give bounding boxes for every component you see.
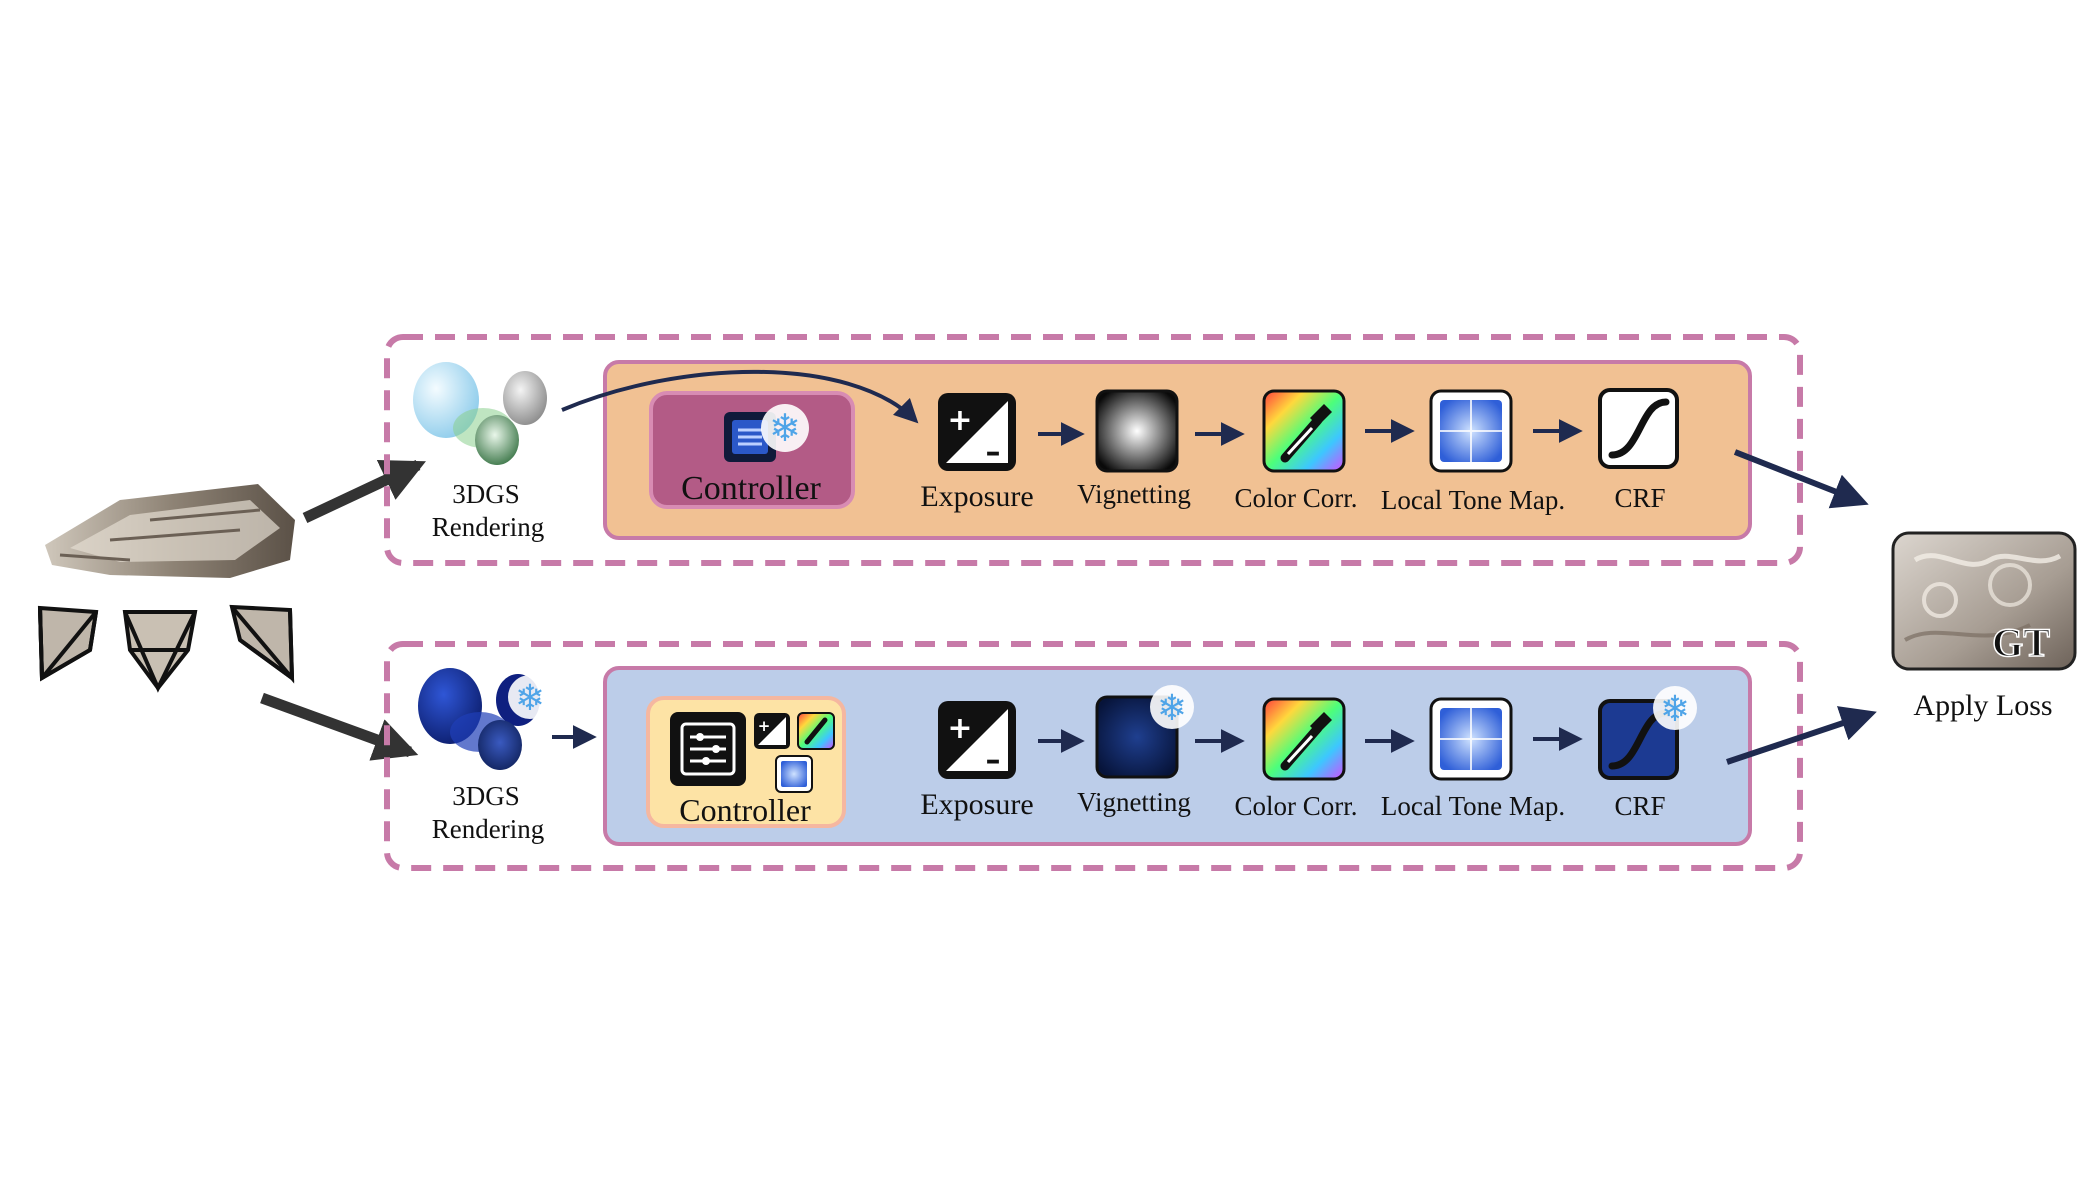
svg-text:–: – [986, 743, 1001, 778]
arrow-top-to-gt [1733, 449, 1869, 509]
arrow-render-to-exposure [561, 369, 919, 424]
top-stage-label-local-tone-map: Local Tone Map. [1381, 485, 1565, 515]
scene-label-line2: Rendering [432, 814, 544, 844]
snowflake-icon: ❄ [1653, 686, 1697, 730]
svg-text:❄: ❄ [1660, 689, 1690, 730]
svg-text:+: + [758, 717, 771, 735]
chip-icon [670, 712, 746, 786]
bottom-controller-label: Controller [679, 792, 811, 828]
exposure-icon: + – [938, 393, 1016, 471]
scene-label-line2: Rendering [432, 512, 544, 542]
vignetting-icon [1095, 389, 1179, 473]
bottom-dashed-container [384, 641, 1803, 871]
bottom-stage-label-exposure: Exposure [920, 788, 1033, 821]
camera-frustum-1 [37, 605, 99, 682]
camera-frustum-2 [122, 610, 198, 693]
local-tone-map-icon-mini [775, 755, 813, 793]
top-stage-arrows [1038, 419, 1583, 446]
arrow-bottom-to-gt [1726, 706, 1877, 765]
svg-text:+: + [947, 711, 972, 746]
scene-label-line1: 3DGS [452, 781, 520, 811]
bottom-stage-label-local-tone-map: Local Tone Map. [1381, 791, 1565, 821]
svg-text:–: – [986, 435, 1001, 470]
svg-text:+: + [947, 403, 972, 438]
bottom-stage-label-vignetting: Vignetting [1077, 787, 1191, 817]
bottom-stage-label-color-corr: Color Corr. [1234, 791, 1357, 821]
color-correction-icon [1262, 389, 1346, 473]
top-stage-label-exposure: Exposure [920, 480, 1033, 513]
bottom-stage-arrows [1038, 727, 1583, 753]
exposure-icon: + – [938, 701, 1016, 779]
scene-label-line1: 3DGS [452, 479, 520, 509]
snowflake-icon: ❄ [761, 404, 809, 452]
color-correction-icon-mini [797, 712, 835, 750]
local-tone-map-icon [1429, 697, 1513, 781]
svg-text:❄: ❄ [515, 678, 545, 719]
snowflake-icon: ❄ [1150, 685, 1194, 729]
top-stage-label-vignetting: Vignetting [1077, 479, 1191, 509]
crf-icon [1598, 388, 1679, 469]
bottom-stage-label-crf: CRF [1614, 791, 1665, 821]
svg-text:❄: ❄ [769, 406, 801, 450]
ground-truth-image [1891, 531, 2077, 671]
arrow-scene-to-top [302, 460, 426, 523]
point-cloud-scene [45, 484, 295, 578]
local-tone-map-icon [1429, 389, 1513, 473]
gt-label: GT [1992, 620, 2050, 665]
svg-text:❄: ❄ [1157, 688, 1187, 729]
exposure-icon-mini: + [754, 713, 790, 749]
gaussian-blobs-top [413, 362, 547, 465]
top-dashed-container [384, 334, 1803, 566]
apply-loss-label: Apply Loss [1913, 689, 2052, 722]
camera-frustum-3 [229, 604, 295, 684]
snowflake-icon: ❄ [508, 675, 552, 719]
color-correction-icon [1262, 697, 1346, 781]
top-stage-label-color-corr: Color Corr. [1234, 483, 1357, 513]
top-stage-label-crf: CRF [1614, 483, 1665, 513]
top-controller-label: Controller [681, 470, 821, 507]
